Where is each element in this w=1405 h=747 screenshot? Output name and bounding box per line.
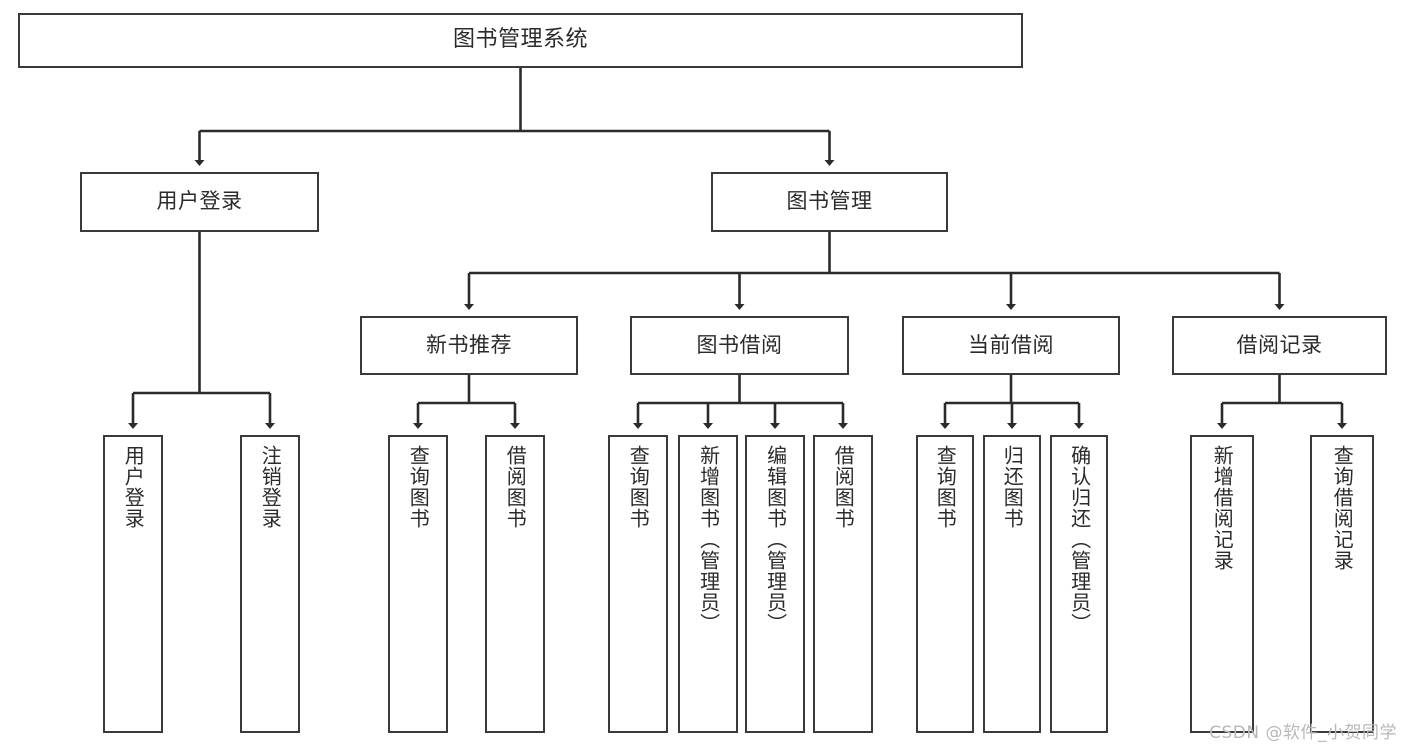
node-leaf-query-record[interactable]: 查询借阅记录 [1310, 435, 1374, 733]
leaf-label: 查询图书 [933, 445, 958, 529]
node-user-login[interactable]: 用户登录 [80, 172, 319, 232]
leaf-label: 编辑图书（管理员） [763, 445, 788, 634]
leaf-label: 归还图书 [1000, 445, 1025, 529]
leaf-label: 确认归还（管理员） [1067, 445, 1092, 634]
node-leaf-query-book-2[interactable]: 查询图书 [608, 435, 668, 733]
node-leaf-user-login[interactable]: 用户登录 [103, 435, 163, 733]
leaf-label: 借阅图书 [503, 445, 528, 529]
leaf-label: 查询借阅记录 [1330, 445, 1355, 571]
node-leaf-add-record[interactable]: 新增借阅记录 [1190, 435, 1254, 733]
node-leaf-user-logout[interactable]: 注销登录 [240, 435, 300, 733]
node-book-borrow[interactable]: 图书借阅 [630, 316, 849, 375]
leaf-label: 新增借阅记录 [1210, 445, 1235, 571]
node-leaf-confirm-return[interactable]: 确认归还（管理员） [1050, 435, 1108, 733]
node-leaf-borrow-book-1[interactable]: 借阅图书 [485, 435, 545, 733]
leaf-label: 注销登录 [258, 445, 283, 529]
node-leaf-add-book[interactable]: 新增图书（管理员） [678, 435, 738, 733]
node-leaf-return-book[interactable]: 归还图书 [983, 435, 1041, 733]
node-leaf-query-book-1[interactable]: 查询图书 [388, 435, 448, 733]
leaf-label: 查询图书 [406, 445, 431, 529]
leaf-label: 查询图书 [626, 445, 651, 529]
node-current-borrow[interactable]: 当前借阅 [902, 316, 1120, 375]
leaf-label: 新增图书（管理员） [696, 445, 721, 634]
node-book-manage[interactable]: 图书管理 [711, 172, 948, 232]
watermark: CSDN @软件_小贺同学 [1209, 723, 1397, 743]
node-leaf-edit-book[interactable]: 编辑图书（管理员） [745, 435, 805, 733]
leaf-label: 用户登录 [121, 445, 146, 529]
node-root[interactable]: 图书管理系统 [18, 13, 1023, 68]
leaf-label: 借阅图书 [831, 445, 856, 529]
node-leaf-borrow-book-2[interactable]: 借阅图书 [813, 435, 873, 733]
node-leaf-query-book-3[interactable]: 查询图书 [916, 435, 974, 733]
node-new-book-recommend[interactable]: 新书推荐 [360, 316, 578, 375]
node-borrow-record[interactable]: 借阅记录 [1172, 316, 1387, 375]
